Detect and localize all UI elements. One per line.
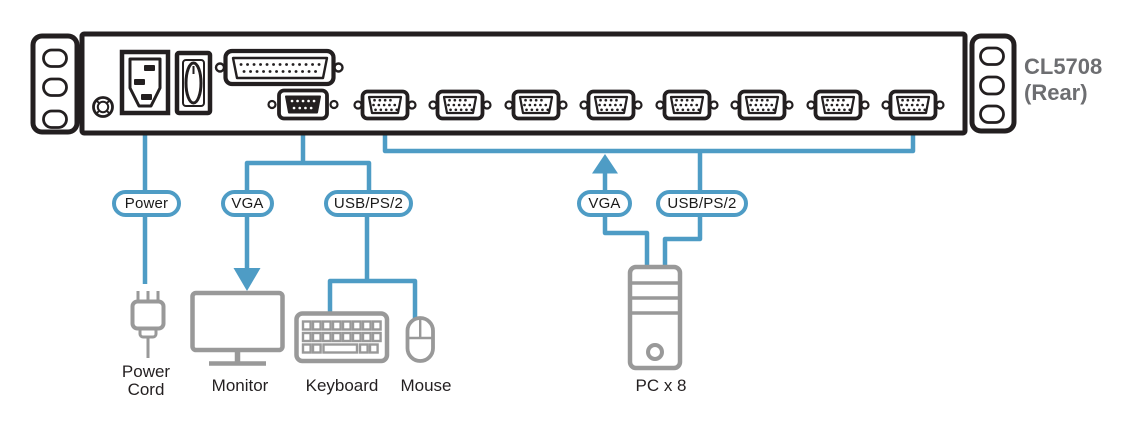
- power-cable-label: Power: [112, 190, 181, 217]
- pc-usb-cable-down: [662, 217, 703, 266]
- console-usb-cable-label: USB/PS/2: [324, 190, 413, 217]
- daisy-chain-db25-port-icon: [214, 48, 344, 87]
- console-vga-cable-label-text: VGA: [231, 195, 264, 212]
- pc-usb-cable-label: USB/PS/2: [656, 190, 748, 217]
- kvm-port-3-icon: [503, 89, 569, 121]
- pc-tower-icon: [627, 264, 683, 371]
- console-usb-cable-label-text: USB/PS/2: [333, 195, 404, 212]
- kvm-port-1-icon: [352, 89, 418, 121]
- power-cable-label-text: Power: [124, 195, 169, 212]
- mouse-icon: [405, 316, 435, 363]
- kvm-port-7-icon: [805, 89, 871, 121]
- device-view-text: (Rear): [1024, 80, 1088, 105]
- kvm-port-8-icon: [880, 89, 946, 121]
- device-label: CL5708 (Rear): [1024, 54, 1102, 106]
- right-rack-bracket: [969, 33, 1017, 134]
- power-cord-caption-line1: Power: [121, 362, 171, 381]
- power-cord-caption-line2: Cord: [127, 380, 165, 399]
- keyboard-caption: Keyboard: [305, 376, 379, 395]
- pc-vga-cable-label-text: VGA: [588, 195, 621, 212]
- keyboard-icon: [294, 311, 390, 364]
- power-switch-icon: [174, 50, 213, 116]
- left-rack-bracket: [30, 33, 80, 135]
- pc-caption: PC x 8: [635, 376, 687, 395]
- power-cord-caption: Power Cord: [122, 363, 170, 399]
- power-socket-icon: [119, 49, 171, 116]
- monitor-icon: [190, 290, 285, 366]
- vga-down-arrow-icon: [233, 268, 261, 291]
- ground-terminal-icon: [92, 96, 114, 118]
- kvm-port-6-icon: [729, 89, 795, 121]
- kvm-port-5-icon: [654, 89, 720, 121]
- kvm-port-4-icon: [578, 89, 644, 121]
- power-plug-icon: [130, 291, 166, 358]
- pc-vga-cable-label: VGA: [577, 190, 632, 217]
- device-model-text: CL5708: [1024, 54, 1103, 79]
- console-vga-cable-label: VGA: [221, 190, 274, 217]
- mouse-caption: Mouse: [400, 376, 452, 395]
- monitor-caption: Monitor: [211, 376, 269, 395]
- pc-vga-cable-down: [602, 217, 650, 266]
- pc-usb-cable-label-text: USB/PS/2: [667, 195, 737, 212]
- vga-up-arrow-icon: [592, 154, 618, 174]
- console-port-icon: [267, 88, 339, 121]
- kvm-port-2-icon: [427, 89, 493, 121]
- keyboard-mouse-cable-split: [327, 217, 418, 318]
